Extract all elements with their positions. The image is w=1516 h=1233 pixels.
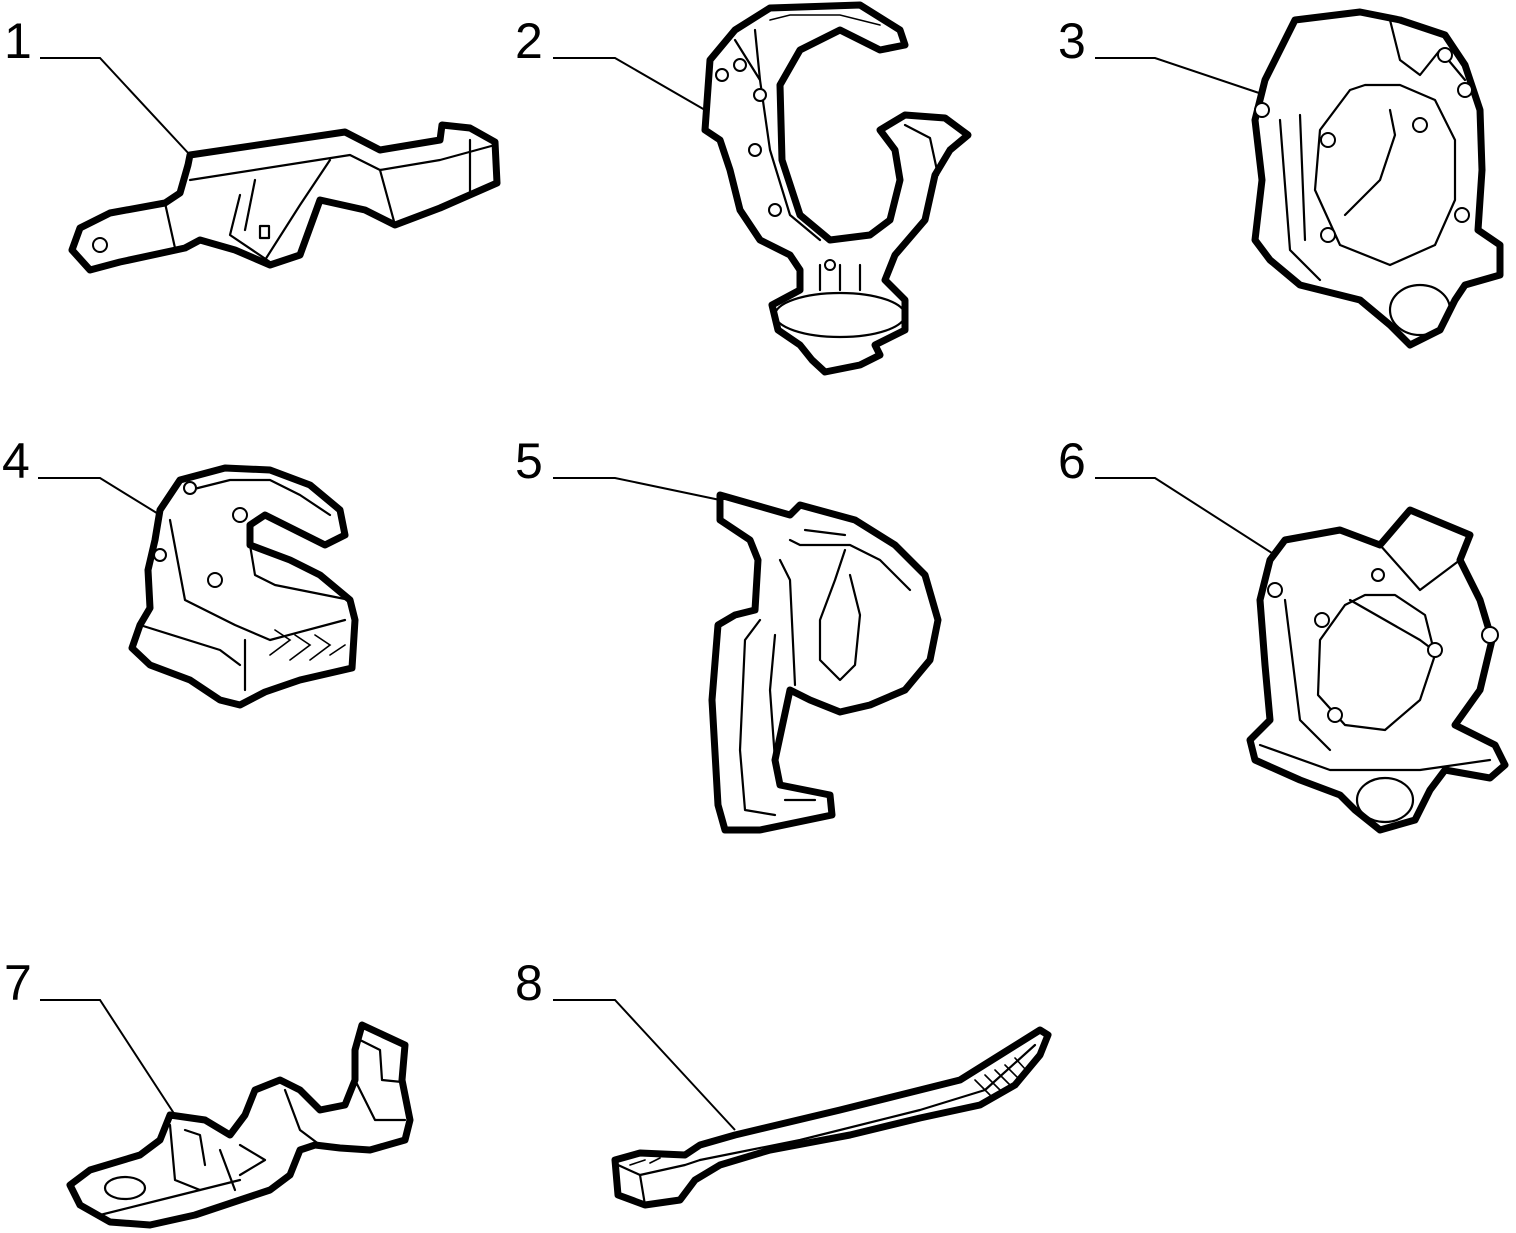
- part-8: 8: [515, 955, 1052, 1209]
- callout-number-5: 5: [515, 433, 543, 489]
- part-4: 4: [2, 433, 359, 709]
- part-5-body: [708, 491, 942, 834]
- callout-number-1: 1: [4, 13, 32, 69]
- leader-line-3: [1095, 57, 1266, 96]
- part-8-body: [611, 1026, 1052, 1209]
- callout-number-8: 8: [515, 955, 543, 1011]
- leader-line-1: [40, 57, 191, 156]
- part-1: 1: [4, 13, 501, 274]
- part-3-body: [1251, 8, 1504, 349]
- callout-number-7: 7: [4, 955, 32, 1011]
- callout-number-2: 2: [515, 13, 543, 69]
- leader-line-5: [553, 477, 721, 501]
- part-1-body: [68, 121, 501, 274]
- leader-line-2: [553, 57, 706, 111]
- part-3: 3: [1058, 8, 1504, 349]
- part-7: 7: [4, 955, 414, 1229]
- leader-line-8: [553, 999, 736, 1131]
- part-2-body: [701, 1, 972, 376]
- leader-line-7: [40, 999, 176, 1116]
- callout-number-3: 3: [1058, 13, 1086, 69]
- part-6: 6: [1058, 433, 1509, 834]
- leader-line-4: [38, 477, 161, 516]
- leader-line-6: [1095, 477, 1276, 556]
- callout-number-4: 4: [2, 433, 30, 489]
- part-4-body: [128, 464, 359, 709]
- part-2: 2: [515, 1, 972, 376]
- part-7-body: [66, 1021, 414, 1229]
- part-5: 5: [515, 433, 942, 834]
- part-6-body: [1246, 506, 1509, 834]
- callout-number-6: 6: [1058, 433, 1086, 489]
